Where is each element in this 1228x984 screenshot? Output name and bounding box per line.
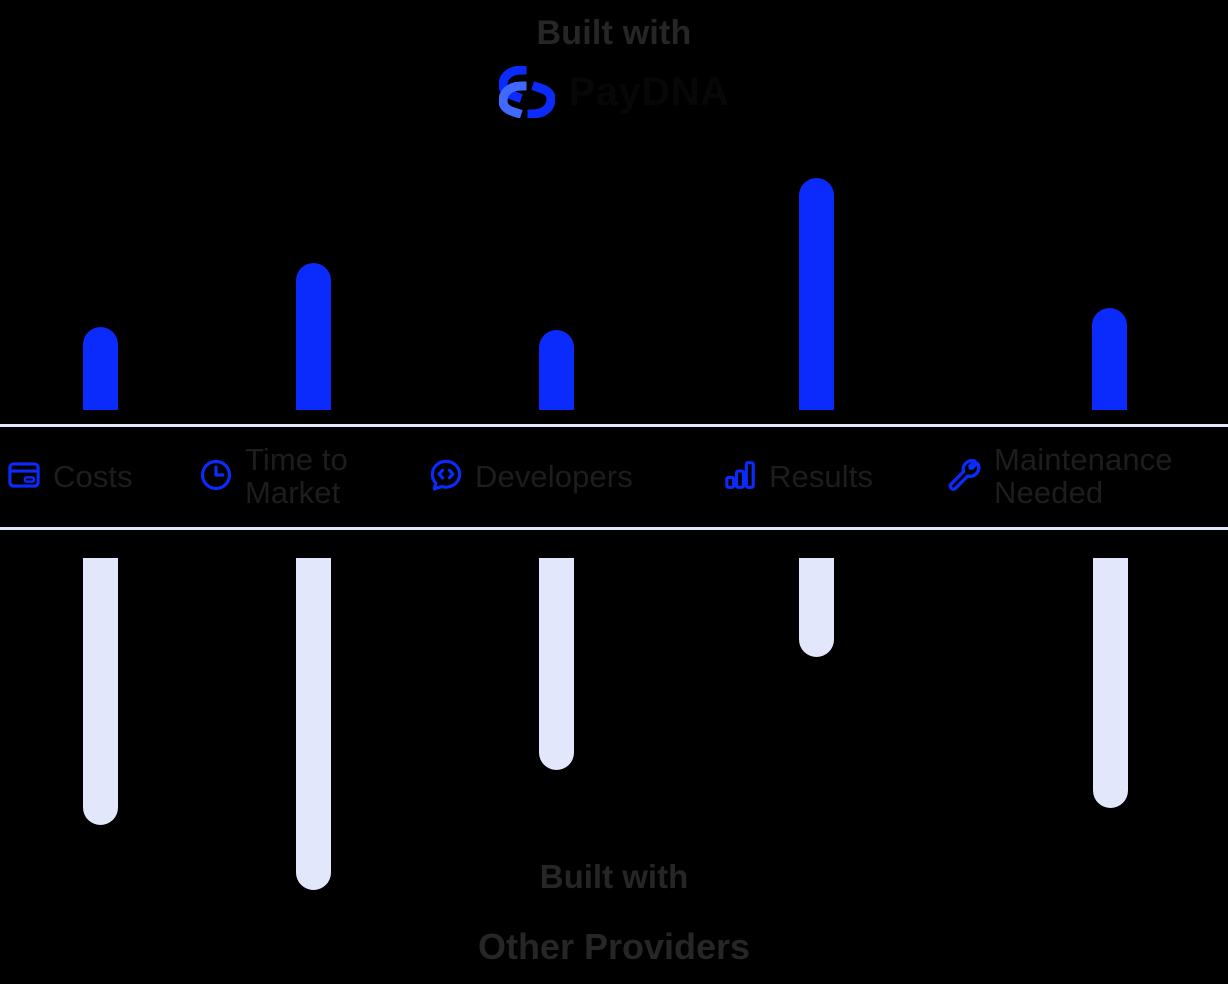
bar-top-costs bbox=[83, 327, 118, 410]
category-costs: Costs bbox=[6, 427, 133, 527]
category-label: Time to Market bbox=[245, 442, 348, 510]
bar-bottom-maintenance bbox=[1093, 558, 1128, 808]
bar-top-results bbox=[799, 178, 834, 410]
bar-top-developers bbox=[539, 330, 574, 410]
divider-line-top bbox=[0, 424, 1228, 427]
category-developers: Developers bbox=[428, 427, 633, 527]
credit-card-icon bbox=[6, 457, 42, 498]
category-results: Results bbox=[722, 427, 873, 527]
header-title: Built with bbox=[536, 14, 692, 52]
clock-icon bbox=[198, 457, 234, 498]
bar-top-maintenance bbox=[1092, 308, 1127, 410]
footer-title-line1: Built with bbox=[539, 858, 689, 895]
bar-top-time-to-market bbox=[296, 263, 331, 410]
category-time-to-market: Time to Market bbox=[198, 427, 348, 527]
category-label: Maintenance Needed bbox=[994, 442, 1173, 510]
brand-name: PayDNA bbox=[568, 70, 730, 114]
category-label: Developers bbox=[475, 458, 633, 494]
bar-bottom-time-to-market bbox=[296, 558, 331, 890]
footer-title-line2: Other Providers bbox=[477, 926, 751, 967]
category-maintenance-needed: Maintenance Needed bbox=[945, 427, 1173, 527]
category-label: Costs bbox=[53, 458, 133, 494]
wrench-icon bbox=[945, 456, 983, 499]
bar-chart-icon bbox=[722, 457, 758, 498]
dna-helix-logo-icon bbox=[498, 66, 555, 118]
code-chat-bubble-icon bbox=[428, 457, 464, 498]
bar-bottom-costs bbox=[83, 558, 118, 825]
bar-bottom-results bbox=[799, 558, 834, 657]
category-label: Results bbox=[769, 458, 874, 494]
brand-lockup: PayDNA bbox=[0, 66, 1228, 118]
bar-bottom-developers bbox=[539, 558, 574, 770]
category-label-row: Costs Time to Market D bbox=[0, 427, 1228, 527]
divider-line-bottom bbox=[0, 527, 1228, 530]
